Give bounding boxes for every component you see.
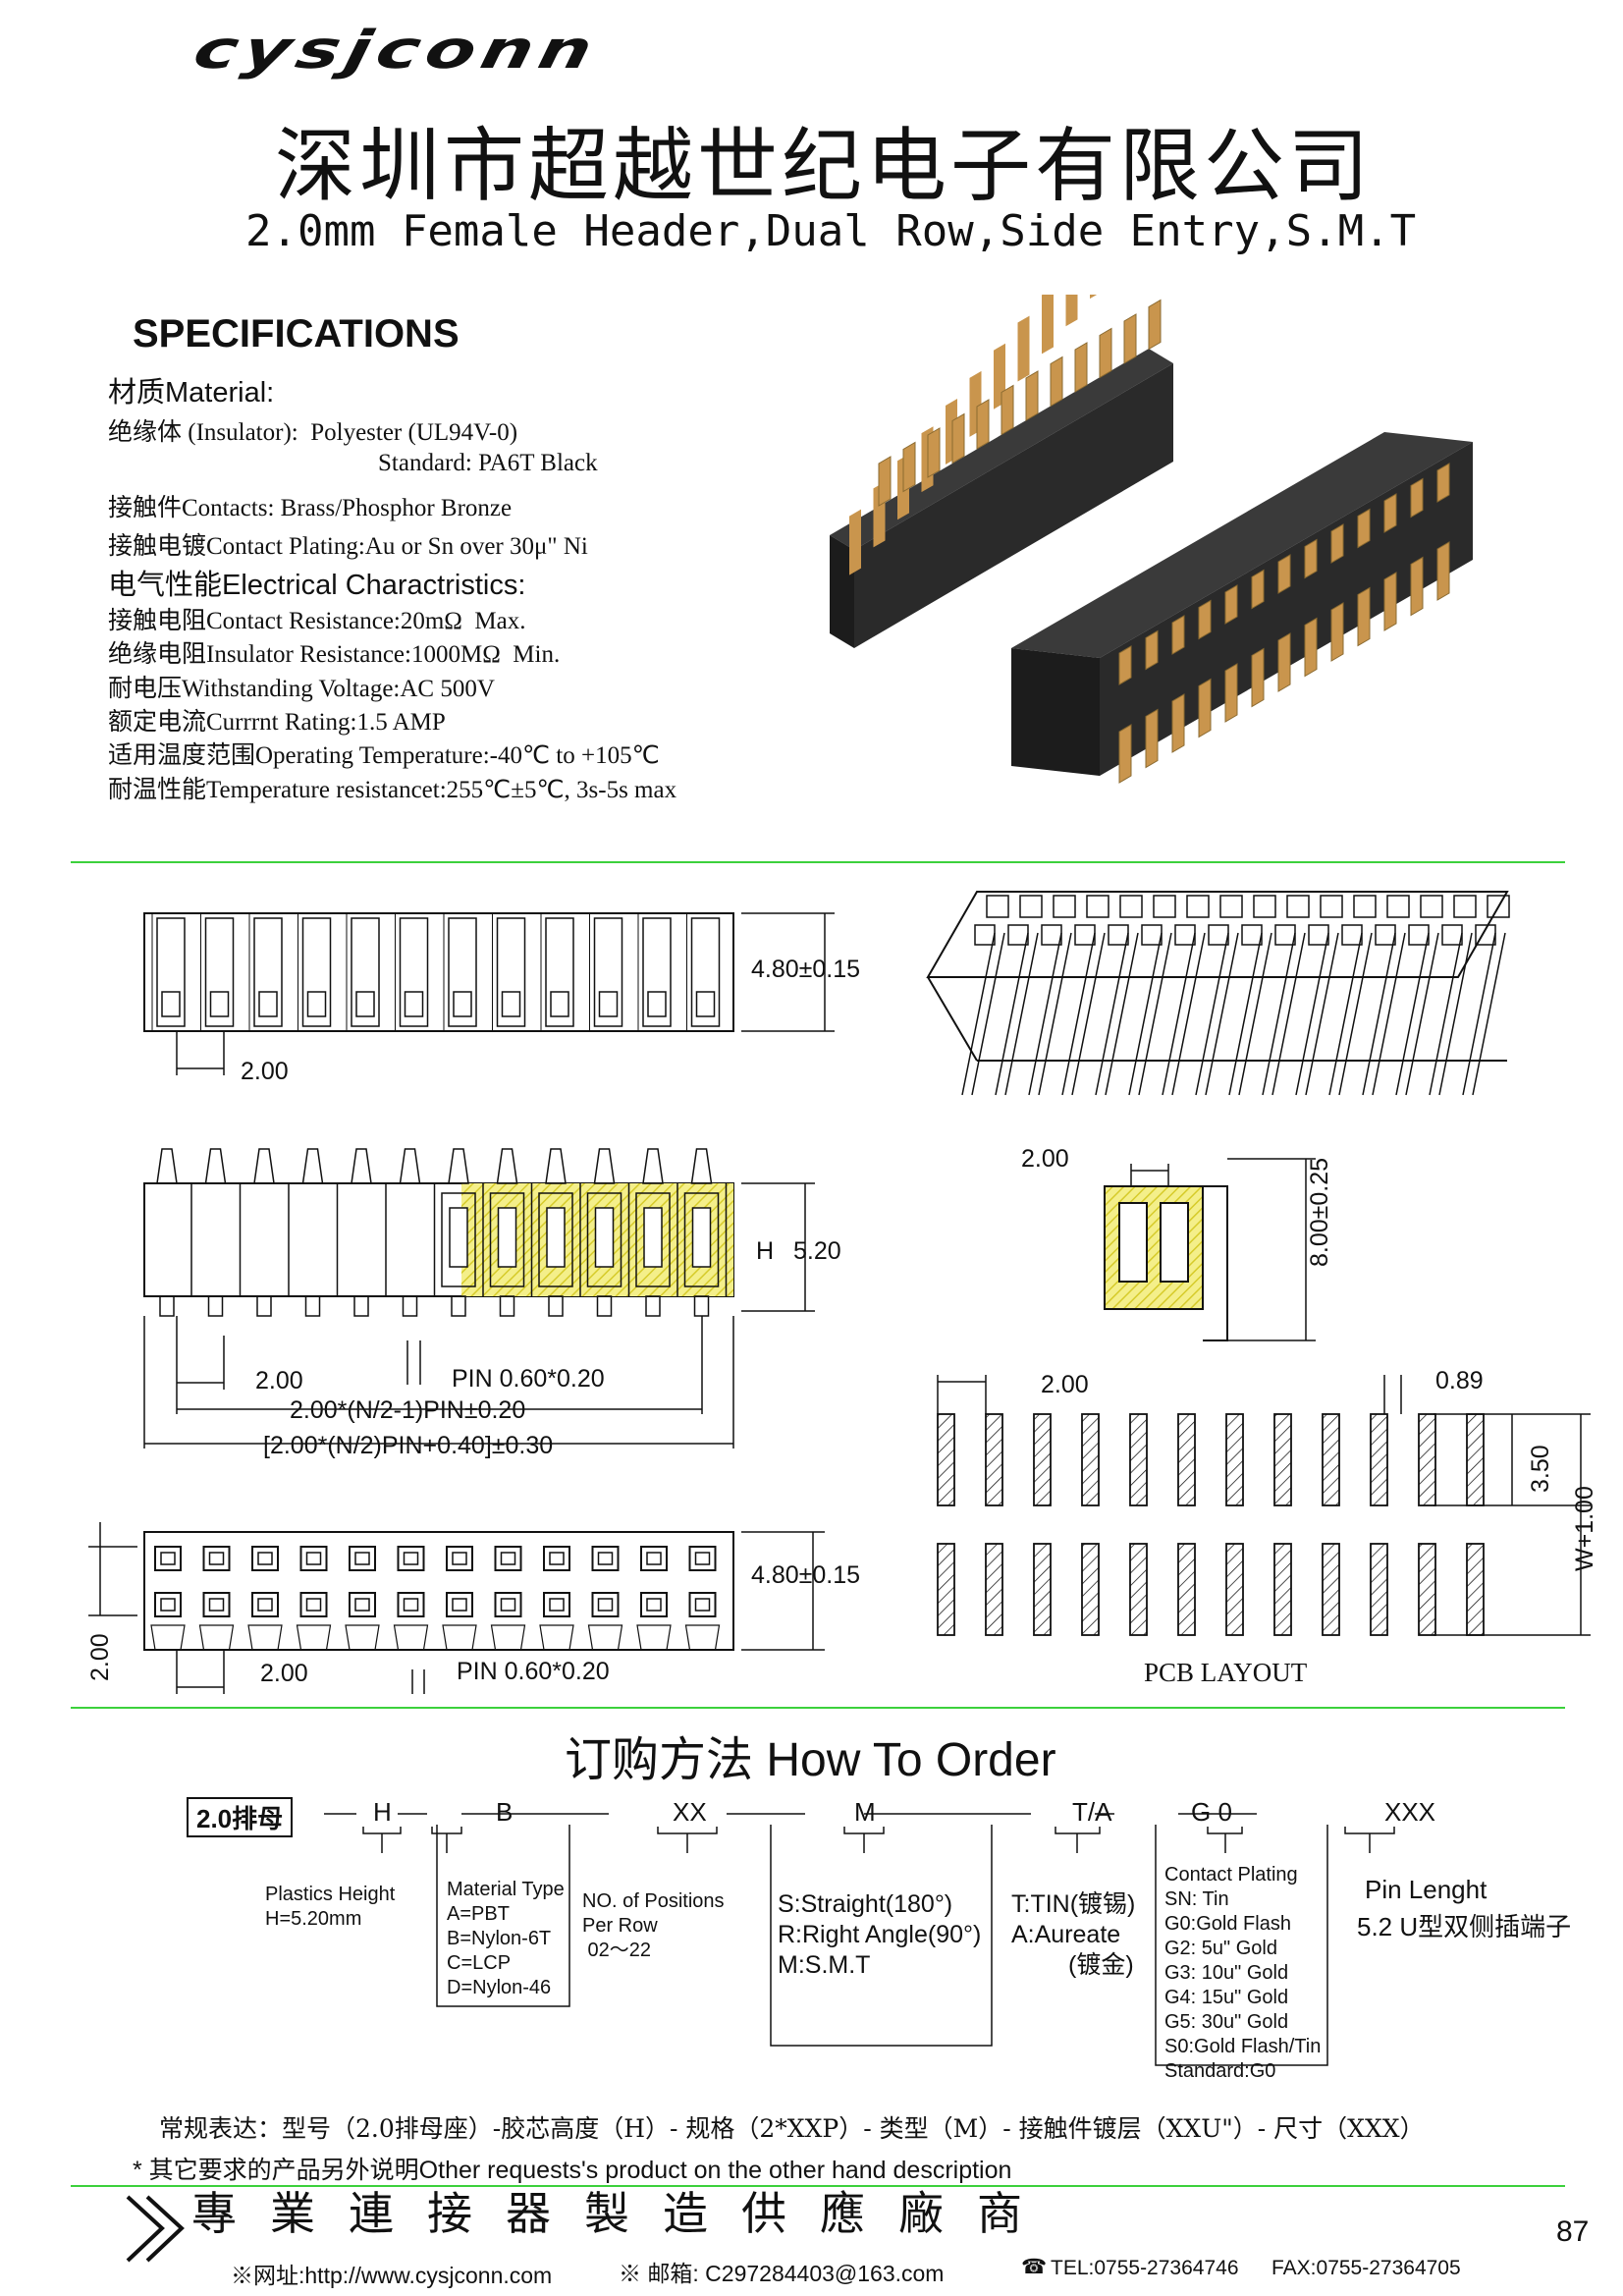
order-plating-bracket bbox=[1155, 1825, 1328, 2066]
spec-contacts: 接触件Contacts: Brass/Phosphor Bronze bbox=[108, 495, 513, 521]
footer-slogan: 專業連接器製造供應廠商 bbox=[191, 2187, 1055, 2240]
pcb-layout-drawing bbox=[937, 1375, 1591, 1636]
dim-pad-width: 0.89 bbox=[1435, 1367, 1484, 1394]
end-view-drawing bbox=[1104, 1158, 1316, 1341]
order-code-ta: T/A bbox=[1072, 1797, 1112, 1827]
order-code-b: B bbox=[496, 1797, 514, 1827]
spec-current: 额定电流Currrnt Rating:1.5 AMP bbox=[108, 709, 446, 736]
dim-formula-body: [2.00*(N/2)PIN+0.40]±0.30 bbox=[263, 1432, 554, 1459]
dim-row-200-bottom: 2.00 bbox=[86, 1633, 114, 1681]
order-code-xxx: XXX bbox=[1384, 1797, 1436, 1827]
order-title: 订购方法 How To Order bbox=[565, 1734, 1056, 1786]
front-connector bbox=[1011, 432, 1473, 776]
dim-height-480-bottom: 4.80±0.15 bbox=[751, 1561, 861, 1589]
order-code-g0: G 0 bbox=[1191, 1797, 1232, 1827]
top-view-drawing bbox=[143, 912, 835, 1075]
page-number: 87 bbox=[1556, 2215, 1590, 2248]
company-name: 深圳市超越世纪电子有限公司 bbox=[275, 120, 1374, 213]
order-type-bracket bbox=[770, 1825, 993, 2047]
dim-pitch-200-top: 2.00 bbox=[241, 1058, 289, 1085]
spec-electrical-group: 电气性能Electrical Charactristics: bbox=[108, 570, 526, 601]
dim-pitch-200-bottom: 2.00 bbox=[260, 1660, 308, 1687]
spec-contact-resistance: 接触电阻Contact Resistance:20mΩ Max. bbox=[108, 608, 526, 634]
spec-insulator: 绝缘体 (Insulator): Polyester (UL94V-0) bbox=[108, 419, 518, 446]
dim-row-w: W+1.00 bbox=[1571, 1486, 1598, 1571]
phone-icon: ☎ bbox=[1021, 2256, 1048, 2278]
order-desc-plating: Contact Plating SN: Tin G0:Gold Flash G2… bbox=[1164, 1864, 1322, 2082]
footer-website[interactable]: ※网址:http://www.cysjconn.com bbox=[231, 2263, 553, 2288]
company-logo: cysjconn bbox=[188, 20, 604, 81]
order-desc-tin: T:TIN(镀锡) A:Aureate (镀金) bbox=[1011, 1890, 1136, 1979]
dim-height-800: 8.00±0.25 bbox=[1306, 1157, 1333, 1267]
front-pins bbox=[1118, 463, 1450, 784]
footer-email[interactable]: ※ 邮箱: C297284403@163.com bbox=[619, 2261, 945, 2286]
dim-pin-size-side: PIN 0.60*0.20 bbox=[452, 1365, 605, 1393]
divider-top bbox=[71, 861, 1565, 863]
dim-pcb-pitch: 2.00 bbox=[1041, 1371, 1089, 1398]
spec-insulator-standard: Standard: PA6T Black bbox=[378, 450, 598, 476]
order-desc-material: Material Type A=PBT B=Nylon-6T C=LCP D=N… bbox=[447, 1879, 565, 1998]
dim-pin-size-bottom: PIN 0.60*0.20 bbox=[457, 1658, 610, 1685]
bottom-view-drawing bbox=[88, 1522, 825, 1694]
divider-bottom bbox=[71, 2185, 1565, 2187]
footer-fax: FAX:0755-27364705 bbox=[1271, 2257, 1461, 2279]
rear-pins bbox=[849, 295, 1162, 575]
spec-operating-temperature: 适用温度范围Operating Temperature:-40℃ to +105… bbox=[108, 742, 660, 769]
order-desc-pin-length: Pin Lenght 5.2 U型双侧插端子 bbox=[1357, 1875, 1572, 1941]
order-code-box: 2.0排母 bbox=[187, 1797, 294, 1837]
order-code-m: M bbox=[854, 1797, 876, 1827]
dim-formula-pins: 2.00*(N/2-1)PIN±0.20 bbox=[290, 1396, 526, 1424]
dim-pitch-200-side: 2.00 bbox=[255, 1367, 303, 1394]
order-code-h: H bbox=[373, 1797, 392, 1827]
dim-height-520: 5.20 bbox=[793, 1237, 841, 1265]
dim-pad-350: 3.50 bbox=[1527, 1445, 1554, 1493]
footer-tel: TEL:0755-27364746 bbox=[1051, 2257, 1239, 2279]
dim-h-label: H bbox=[756, 1237, 775, 1265]
dim-pitch-200-end: 2.00 bbox=[1021, 1145, 1069, 1173]
spec-heading: SPECIFICATIONS bbox=[133, 312, 460, 355]
order-material-bracket bbox=[436, 1825, 570, 2007]
spec-material-group: 材质Material: bbox=[108, 377, 275, 409]
order-desc-type: S:Straight(180°) R:Right Angle(90°) M:S.… bbox=[778, 1890, 982, 1979]
order-code-lines bbox=[324, 1813, 1395, 1853]
order-regular-expression: 常规表达：型号（2.0排母座）-胶芯高度（H）- 规格（2*XXP）- 类型（M… bbox=[159, 2114, 1425, 2143]
rear-connector bbox=[830, 349, 1173, 648]
product-title: 2.0mm Female Header,Dual Row,Side Entry,… bbox=[245, 206, 1417, 256]
spec-voltage: 耐电压Withstanding Voltage:AC 500V bbox=[108, 676, 495, 702]
order-desc-positions: NO. of Positions Per Row 02～22 bbox=[582, 1890, 725, 1961]
order-code-xx: XX bbox=[673, 1797, 707, 1827]
dim-height-480-top: 4.80±0.15 bbox=[751, 956, 861, 983]
spec-insulator-resistance: 绝缘电阻Insulator Resistance:1000MΩ Min. bbox=[108, 641, 561, 668]
pcb-layout-label: PCB LAYOUT bbox=[1144, 1658, 1308, 1687]
chevron-icon bbox=[126, 2195, 185, 2263]
product-3d-image bbox=[830, 295, 1473, 784]
iso-view-drawing bbox=[926, 891, 1510, 1096]
side-view-drawing bbox=[143, 1148, 815, 1449]
spec-temperature-resistance: 耐温性能Temperature resistancet:255℃±5℃, 3s-… bbox=[108, 777, 677, 803]
divider-middle bbox=[71, 1707, 1565, 1709]
spec-plating: 接触电镀Contact Plating:Au or Sn over 30μ" N… bbox=[108, 533, 588, 560]
order-desc-height: Plastics Height H=5.20mm bbox=[265, 1884, 396, 1930]
order-other-requests: * 其它要求的产品另外说明Other requests's product on… bbox=[133, 2157, 1012, 2184]
